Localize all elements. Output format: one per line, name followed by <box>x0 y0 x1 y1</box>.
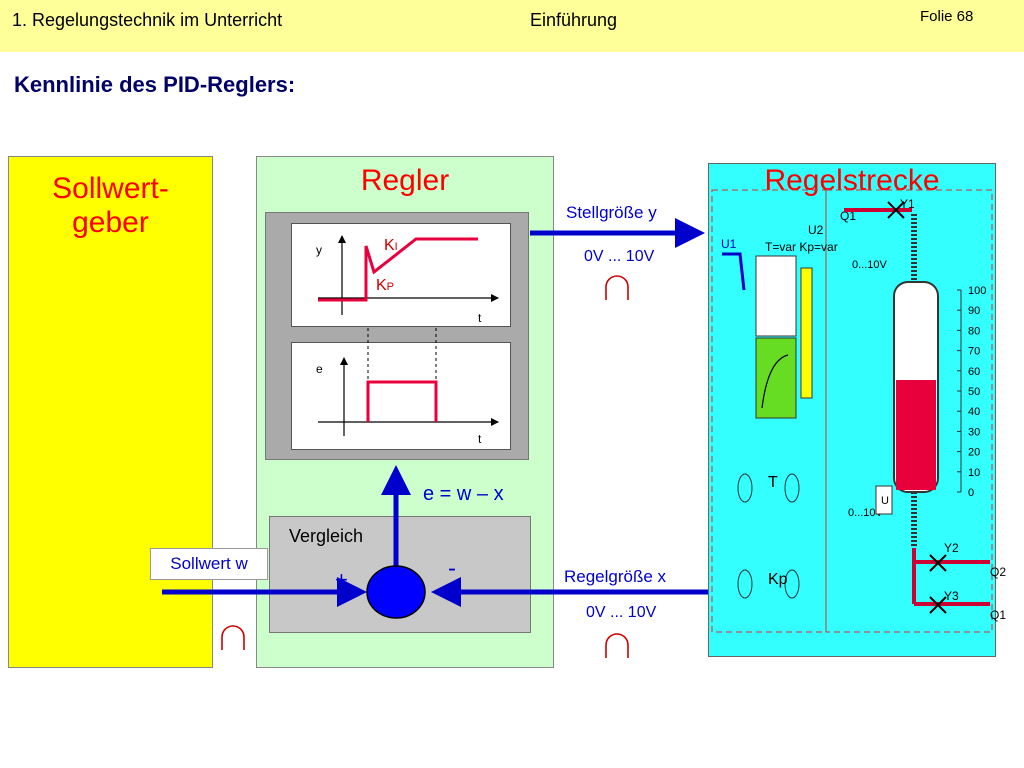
stellgroesse-range: 0V ... 10V <box>584 248 655 265</box>
range-bottom-label: 0...10V <box>848 507 884 519</box>
error-step-curve <box>366 380 438 422</box>
pid-step-response-curve <box>318 237 478 302</box>
knob-kp-right-icon <box>784 569 800 599</box>
u1-wire <box>722 252 746 291</box>
topic-title: Einführung <box>530 10 618 30</box>
u-small-box <box>875 485 893 515</box>
regelgroesse-range: 0V ... 10V <box>586 604 657 621</box>
regelstrecke-label: Regelstrecke <box>764 164 940 197</box>
stellgroesse-label: Stellgröße y <box>566 203 657 222</box>
sollwertgeber-label-line2: geber <box>72 206 149 239</box>
kp-label: KP <box>376 277 394 294</box>
t-kp-label: T=var Kp=var <box>765 240 838 254</box>
slide-number: Folie 68 <box>920 8 974 25</box>
comparator-label: Vergleich <box>289 526 364 546</box>
regelgroesse-label: Regelgröße x <box>564 567 667 586</box>
pt1-module-top <box>755 255 797 337</box>
u2-label: U2 <box>808 223 824 237</box>
plug-icon <box>605 275 629 300</box>
q1-top-label: Q1 <box>840 209 856 223</box>
plus-sign: + <box>335 567 348 592</box>
inlet-valve-icon <box>887 201 905 219</box>
y1-label: Y1 <box>900 197 915 211</box>
minus-sign: - <box>448 555 456 582</box>
u1-label: U1 <box>721 237 737 251</box>
knob-t-label: T <box>768 474 778 491</box>
error-equation: e = w – x <box>423 483 504 505</box>
ki-label: KI <box>384 237 398 254</box>
scale-tick-label: 20 <box>968 447 980 459</box>
sollwertgeber-label-line1: Sollwert- <box>52 172 169 205</box>
knob-kp-left-icon <box>737 569 753 599</box>
scale-tick-label: 70 <box>968 346 980 358</box>
level-sensor-bar <box>800 267 813 399</box>
top-graph-ylabel: y <box>316 243 322 257</box>
knob-kp-label: Kp <box>768 571 788 588</box>
top-graph-drawing: y t KI KP <box>316 235 499 325</box>
scale-tick-label: 50 <box>968 386 980 398</box>
tank-fill-level <box>896 380 936 490</box>
knob-t-right-icon <box>784 473 800 503</box>
scale-tick-label: 0 <box>968 487 974 499</box>
pt1-curve <box>761 354 789 409</box>
bottom-graph-drawing: e t <box>316 357 499 446</box>
valve-y2-icon <box>929 554 947 572</box>
q1-bottom-label: Q1 <box>990 608 1006 622</box>
q2-label: Q2 <box>990 565 1006 579</box>
bottom-graph-xlabel: t <box>478 432 482 446</box>
scale-tick-label: 40 <box>968 406 980 418</box>
bottom-graph-ylabel: e <box>316 362 323 376</box>
sollwertgeber-label: Sollwert- geber <box>8 172 213 240</box>
scale-tick-label: 30 <box>968 426 980 438</box>
sollwertgeber-block <box>8 156 213 668</box>
course-title: 1. Regelungstechnik im Unterricht <box>12 10 283 30</box>
header-bar <box>0 0 1024 52</box>
knob-t-left-icon <box>737 473 753 503</box>
tank-dashed-box <box>825 189 993 633</box>
plug-icon <box>605 633 629 658</box>
plug-icon <box>221 625 245 650</box>
error-step-graph <box>291 342 511 450</box>
top-graph-xlabel: t <box>478 311 482 325</box>
scale-tick-label: 80 <box>968 325 980 337</box>
scale-tick-label: 100 <box>968 285 986 297</box>
u-small-label: U <box>881 495 889 507</box>
regler-label: Regler <box>360 164 450 197</box>
plug-icons <box>221 275 629 658</box>
sollwert-label: Sollwert w <box>150 548 268 580</box>
plant-drawing: U1 U2 T=var Kp=var Q1 Y1 0...10V 0...10V… <box>711 189 1006 633</box>
valve-y3-icon <box>929 596 947 614</box>
y2-label: Y2 <box>944 541 959 555</box>
summing-junction <box>366 565 426 619</box>
page-title: Kennlinie des PID-Reglers: <box>14 72 296 97</box>
scale-tick-label: 10 <box>968 467 980 479</box>
scale-tick-label: 90 <box>968 305 980 317</box>
range-top-label: 0...10V <box>852 259 888 271</box>
y3-label: Y3 <box>944 589 959 603</box>
scale-tick-label: 60 <box>968 366 980 378</box>
